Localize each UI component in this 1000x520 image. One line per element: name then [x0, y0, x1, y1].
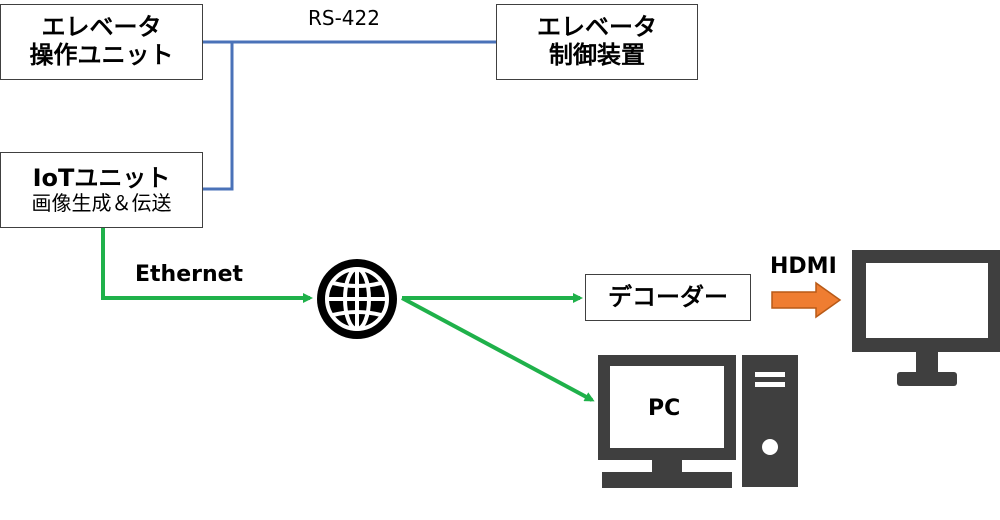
control-device-line2: 制御装置 [549, 41, 645, 69]
operation-unit-line2: 操作ユニット [29, 41, 174, 69]
pc-label: PC [648, 396, 681, 421]
hdmi-label: HDMI [770, 254, 837, 279]
arrow-right-icon [771, 281, 842, 319]
iot-unit-line1: IoTユニット [32, 163, 171, 192]
monitor-icon [852, 250, 1000, 386]
decoder-box: デコーダー [585, 274, 751, 321]
rs422-link [203, 40, 496, 191]
elevator-control-device-box: エレベータ 制御装置 [496, 4, 698, 80]
operation-unit-line1: エレベータ [41, 13, 162, 42]
rs422-label: RS-422 [308, 6, 380, 30]
desktop-pc-icon [598, 355, 798, 488]
control-device-line1: エレベータ [537, 13, 657, 42]
decoder-label: デコーダー [608, 282, 728, 311]
ethernet-link [101, 228, 595, 402]
globe-icon [317, 259, 397, 339]
elevator-operation-unit-box: エレベータ 操作ユニット [0, 4, 203, 80]
iot-unit-box: IoTユニット 画像生成＆伝送 [0, 152, 203, 228]
iot-unit-line2: 画像生成＆伝送 [31, 191, 172, 216]
ethernet-label: Ethernet [135, 262, 244, 287]
